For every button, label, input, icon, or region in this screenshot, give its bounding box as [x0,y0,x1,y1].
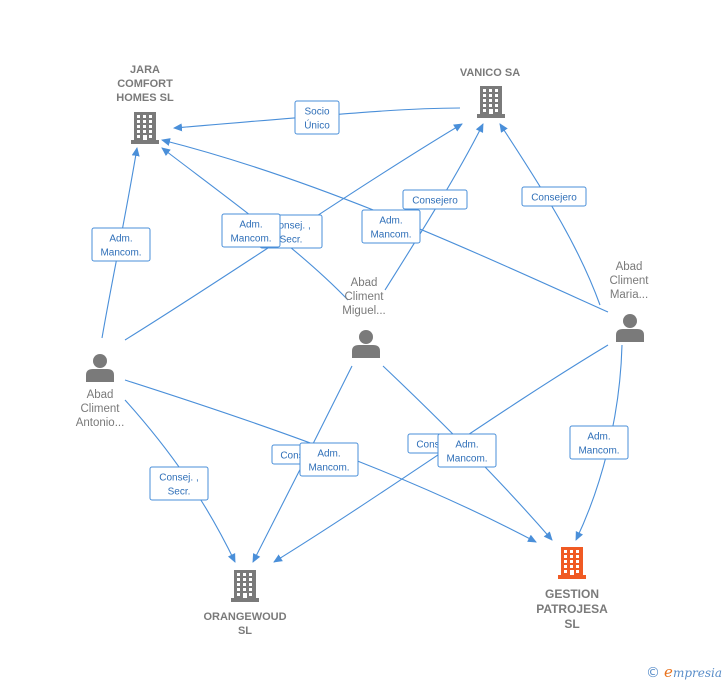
node-label-line: Miguel... [342,305,385,317]
edge-7 [499,123,601,306]
node-label-line: SL [238,625,252,637]
relation-text: Mancom. [230,234,271,245]
node-label-line: Abad [616,261,643,273]
brand-name: mpresia [672,666,722,680]
relation-text: Mancom. [446,454,487,465]
relation-text: Secr. [168,487,191,498]
node-label-line: Abad [351,277,378,289]
node-maria[interactable]: AbadClimentMaria... [610,261,650,342]
node-label-line: Maria... [610,289,648,301]
relation-label-9[interactable]: Consej. , Secr. [149,466,209,501]
relation-label-13[interactable]: Adm. Mancom. [437,433,497,468]
relation-text: Consejero [531,193,577,204]
building-icon [558,547,586,579]
relation-text: Consej. , [159,473,198,484]
relation-text: Adm. [239,220,262,231]
node-label-line: SL [564,617,579,631]
node-label-line: HOMES SL [116,92,174,104]
relation-label-2[interactable]: Adm. Mancom. [91,227,151,262]
relation-text: Cons [280,451,303,462]
nodes: JARA COMFORT HOMES SL VANICO SA ORANGEWOUD SL… [76,64,650,637]
node-label-line: Abad [87,389,114,401]
relation-text: Consej. , [271,221,310,232]
node-antonio[interactable]: AbadClimentAntonio... [76,354,125,429]
relation-text: Adm. [587,432,610,443]
building-icon [477,86,505,118]
node-label-line: ORANGEWOUD [203,611,286,623]
node-label-line: Climent [81,403,121,415]
node-vanico[interactable]: VANICO SA [460,67,520,118]
relation-text: Adm. [317,449,340,460]
node-label-line: PATROJESA [536,602,608,616]
building-icon [131,112,159,144]
relation-text: Mancom. [578,446,619,457]
node-label-line: VANICO SA [460,67,520,79]
relation-text: Adm. [455,440,478,451]
relation-label-6[interactable]: Adm. Mancom. [361,209,421,244]
relation-text: Adm. [109,234,132,245]
relation-text: Mancom. [308,463,349,474]
node-label-line: GESTION [545,587,599,601]
relation-text: Mancom. [370,230,411,241]
person-icon [352,330,380,358]
relation-label-5[interactable]: Consejero [402,189,468,210]
relation-text: Único [304,119,330,132]
edge-1 [173,107,461,132]
relation-label-4[interactable]: Adm. Mancom. [221,213,281,248]
relation-text: Adm. [379,216,402,227]
person-icon [86,354,114,382]
node-label-line: Antonio... [76,417,125,429]
relation-text: Cons [416,440,439,451]
relation-text: Secr. [280,235,303,246]
node-label-line: Climent [610,275,650,287]
node-miguel[interactable]: AbadClimentMiguel... [342,277,386,358]
relation-text: Mancom. [100,248,141,259]
edge-5 [384,123,484,291]
node-label-line: Climent [345,291,385,303]
node-label-line: COMFORT [117,78,173,90]
node-label-line: JARA [130,64,160,76]
brand-initial: e [664,663,673,681]
node-jara[interactable]: JARA COMFORT HOMES SL [116,64,174,144]
relation-label-7[interactable]: Consejero [521,186,587,207]
person-icon [616,314,644,342]
relation-label-11[interactable]: Adm. Mancom. [299,442,359,477]
brand-watermark: ©empresia [646,663,722,681]
relation-text: Socio [304,107,329,118]
relation-label-8[interactable]: Adm. Mancom. [569,425,629,460]
building-icon [231,570,259,602]
node-orangewoud[interactable]: ORANGEWOUD SL [203,570,287,637]
relation-text: Consejero [412,196,458,207]
copyright-icon: © [646,665,661,681]
